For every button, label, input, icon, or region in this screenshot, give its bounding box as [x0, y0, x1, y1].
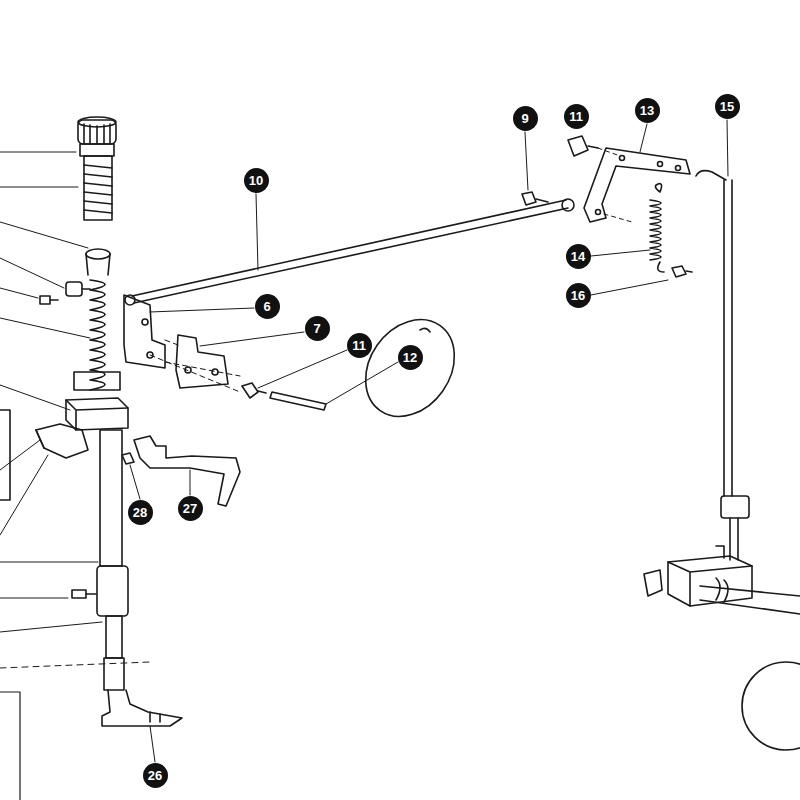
lever-left	[0, 410, 88, 500]
lever	[122, 436, 240, 506]
callout-number: 27	[178, 496, 203, 521]
callout-number: 11	[347, 333, 372, 358]
callout-number: 6	[255, 294, 280, 319]
callout-number: 12	[398, 345, 423, 370]
screws	[40, 282, 96, 598]
screw	[672, 266, 692, 277]
presser-bar	[66, 249, 182, 726]
callout-number: 26	[143, 763, 168, 788]
callout-number: 28	[128, 500, 153, 525]
callout-number: 15	[715, 94, 740, 119]
screw	[568, 136, 598, 156]
bell-crank	[584, 148, 690, 222]
connecting-rod	[125, 199, 574, 305]
callout-number: 10	[244, 168, 269, 193]
screw	[522, 192, 548, 205]
callout-number: 9	[513, 106, 538, 131]
thumb-screw	[78, 117, 116, 220]
vertical-rod	[644, 171, 800, 750]
bracket-plate	[124, 295, 165, 368]
callout-leaders	[130, 120, 728, 762]
machine-outline	[0, 662, 150, 668]
screw-pin	[242, 302, 473, 433]
callout-number: 14	[566, 244, 591, 269]
callout-number: 7	[305, 316, 330, 341]
callout-number: 16	[566, 283, 591, 308]
callout-number: 13	[635, 98, 660, 123]
leader-lines	[0, 152, 102, 632]
tension-spring	[650, 184, 664, 272]
callout-number: 11	[564, 104, 589, 129]
